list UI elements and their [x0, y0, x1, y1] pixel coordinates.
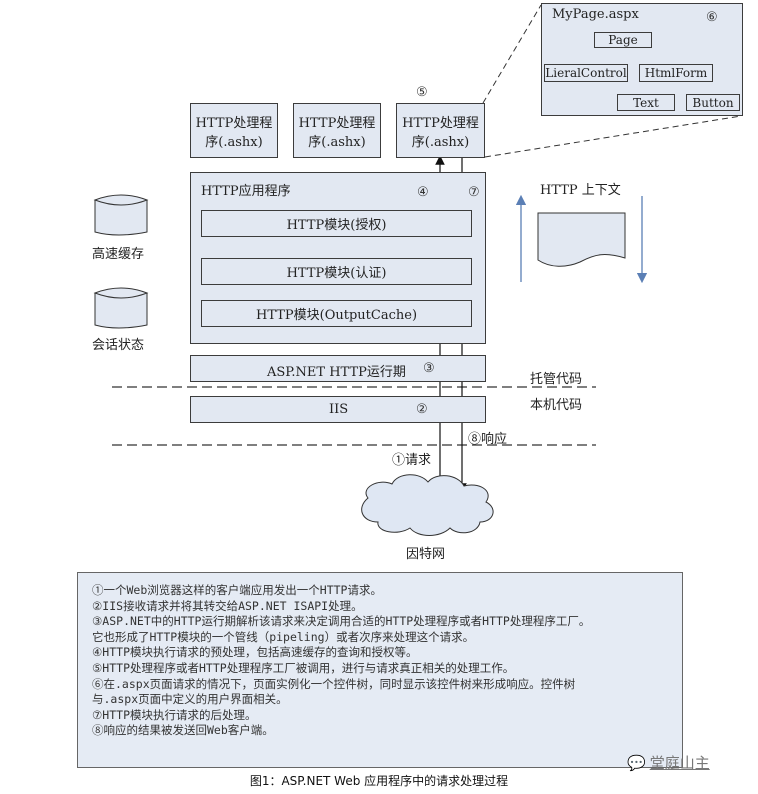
tree-node-button: Button: [686, 94, 740, 111]
session-label: 会话状态: [92, 338, 145, 353]
note-line: ⑥在.aspx页面请求的情况下，页面实例化一个控件树，同时显示该控件树来形成响应…: [92, 676, 576, 691]
http-handler-2: HTTP处理程 序(.ashx): [293, 103, 381, 158]
handler-2-line1: HTTP处理程: [298, 115, 376, 131]
note-line: ②IIS接收请求并将其转交给ASP.NET ISAPI处理。: [92, 598, 363, 613]
note-line: ③ASP.NET中的HTTP运行期解析该请求来决定调用合适的HTTP处理程序或者…: [92, 614, 591, 629]
step-6-marker: ⑥: [706, 10, 718, 25]
http-module-outputcache: HTTP模块(OutputCache): [201, 300, 472, 327]
step-4-marker: ④: [417, 185, 429, 200]
handler-2-line2: 序(.ashx): [308, 134, 366, 150]
http-context-label: HTTP 上下文: [540, 183, 621, 198]
tree-node-htmlform: HtmlForm: [639, 64, 713, 82]
step-3-marker: ③: [423, 361, 435, 376]
aspnet-http-runtime: ASP.NET HTTP运行期 ③: [190, 355, 486, 382]
note-line: ①一个Web浏览器这样的客户端应用发出一个HTTP请求。: [92, 583, 382, 597]
step-2-marker: ②: [416, 402, 428, 417]
step-7-marker: ⑦: [468, 185, 480, 200]
handler-3-line1: HTTP处理程: [402, 115, 479, 131]
wechat-icon: 💬: [627, 754, 646, 772]
managed-code-label: 托管代码: [530, 372, 583, 387]
context-document-icon: [537, 212, 626, 267]
handler-1-line1: HTTP处理程: [195, 115, 273, 131]
iis-box: IIS ②: [190, 396, 486, 423]
request-label: ①请求: [392, 453, 432, 468]
figure-caption: 图1：ASP.NET Web 应用程序中的请求处理过程: [249, 774, 509, 788]
native-code-label: 本机代码: [530, 398, 583, 413]
zoom-dash-bottom: [484, 115, 742, 158]
cache-label: 高速缓存: [92, 247, 145, 262]
http-module-authentication: HTTP模块(认证): [201, 258, 472, 285]
note-line: ⑦HTTP模块执行请求的后处理。: [92, 707, 257, 722]
note-line: 与.aspx页面中定义的用户界面相关。: [92, 692, 288, 707]
tree-node-page: Page: [594, 32, 652, 48]
note-line: ⑤HTTP处理程序或者HTTP处理程序工厂被调用，进行与请求真正相关的处理工作。: [92, 660, 515, 675]
watermark-text: 堂庭山主: [649, 754, 710, 772]
zoom-dash-top: [482, 4, 542, 104]
note-line: ⑧响应的结果被发送回Web客户端。: [92, 723, 274, 738]
session-cylinder-icon: [93, 287, 149, 329]
iis-label: IIS: [329, 402, 349, 417]
watermark: 💬堂庭山主: [627, 752, 710, 773]
http-module-authorization: HTTP模块(授权): [201, 210, 472, 237]
tree-node-text: Text: [617, 94, 675, 111]
runtime-label: ASP.NET HTTP运行期: [267, 365, 406, 380]
handler-3-line2: 序(.ashx): [411, 134, 470, 150]
http-application-title: HTTP应用程序: [201, 184, 291, 199]
steps-description-box: ①一个Web浏览器这样的客户端应用发出一个HTTP请求。 ②IIS接收请求并将其…: [77, 572, 683, 768]
internet-cloud-icon: [361, 474, 494, 536]
internet-label: 因特网: [406, 547, 446, 562]
http-handler-3: HTTP处理程 序(.ashx): [396, 103, 485, 158]
response-label: ⑧响应: [468, 432, 508, 447]
step-5-marker: ⑤: [416, 85, 428, 100]
handler-1-line2: 序(.ashx): [205, 134, 263, 150]
mypage-title: MyPage.aspx: [552, 7, 639, 22]
note-line: ④HTTP模块执行请求的预处理，包括高速缓存的查询和授权等。: [92, 645, 418, 660]
note-line: 它也形成了HTTP模块的一个管线（pipeling）或者次序来处理这个请求。: [92, 629, 475, 644]
tree-node-literalcontrol: LieralControl: [544, 64, 628, 82]
http-handler-1: HTTP处理程 序(.ashx): [190, 103, 278, 158]
cache-cylinder-icon: [93, 194, 149, 236]
